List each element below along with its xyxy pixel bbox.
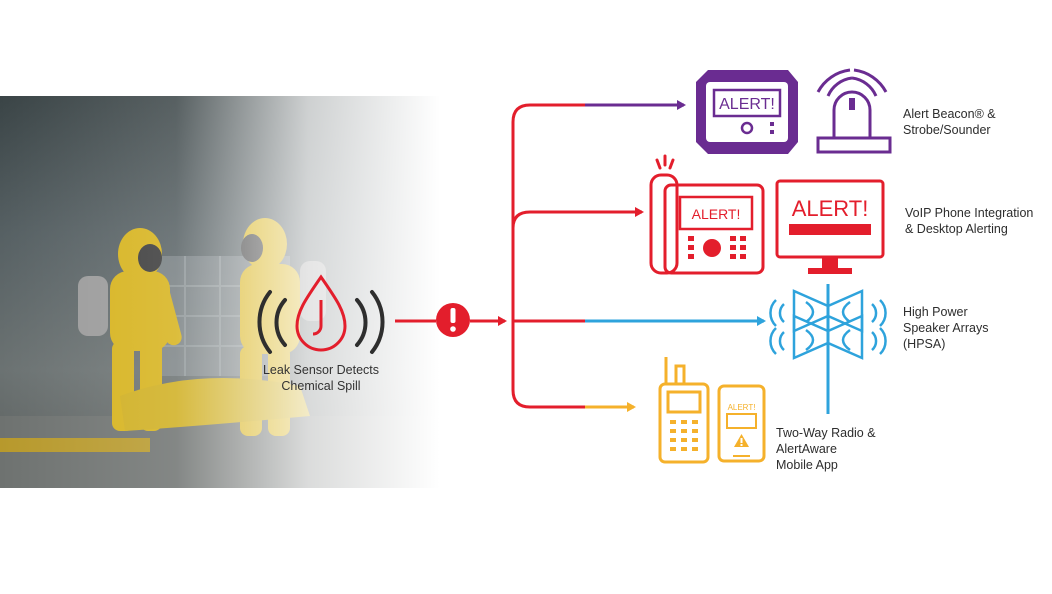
beacon-label-line2: Strobe/Sounder — [903, 123, 991, 137]
hazmat-photo — [0, 96, 440, 488]
hpsa-label-line3: (HPSA) — [903, 337, 946, 351]
hpsa-label-line2: Speaker Arrays — [903, 321, 989, 335]
output-label-beacon: Alert Beacon® & Strobe/Sounder — [903, 106, 996, 138]
output-label-voip: VoIP Phone Integration & Desktop Alertin… — [905, 205, 1033, 237]
output-label-hpsa: High Power Speaker Arrays (HPSA) — [903, 304, 988, 352]
exclamation-alert-icon — [436, 303, 470, 337]
output-label-radio: Two-Way Radio & AlertAware Mobile App — [776, 425, 876, 473]
beacon-label-line1: Alert Beacon® & — [903, 107, 996, 121]
speaker-array-icon — [769, 284, 887, 414]
phone-display-text: ALERT! — [692, 206, 741, 222]
alert-display-icon: ALERT! — [696, 70, 798, 154]
radio-label-line1: Two-Way Radio & — [776, 426, 876, 440]
hpsa-label-line1: High Power — [903, 305, 968, 319]
photo-fade-overlay — [0, 96, 440, 488]
mobile-display-text: ALERT! — [728, 403, 756, 412]
desktop-monitor-icon: ALERT! — [775, 179, 885, 274]
desk-phone-icon: ALERT! — [649, 154, 765, 275]
desktop-display-text: ALERT! — [792, 196, 869, 221]
branch-trunk — [511, 103, 531, 409]
voip-label-line1: VoIP Phone Integration — [905, 206, 1034, 220]
sensor-label-line2: Chemical Spill — [281, 379, 361, 393]
radio-label-line3: Mobile App — [776, 458, 838, 472]
strobe-sounder-icon — [816, 68, 892, 154]
two-way-radio-icon — [658, 357, 710, 464]
beacon-display-text: ALERT! — [719, 96, 775, 113]
mobile-phone-icon: ALERT! — [717, 384, 766, 463]
voip-label-line2: & Desktop Alerting — [905, 222, 1008, 236]
sensor-label-line1: Leak Sensor Detects — [262, 363, 380, 377]
water-drop-sensor-icon — [257, 274, 385, 354]
sensor-label: Leak Sensor Detects Chemical Spill — [250, 362, 392, 394]
radio-label-line2: AlertAware — [776, 442, 837, 456]
